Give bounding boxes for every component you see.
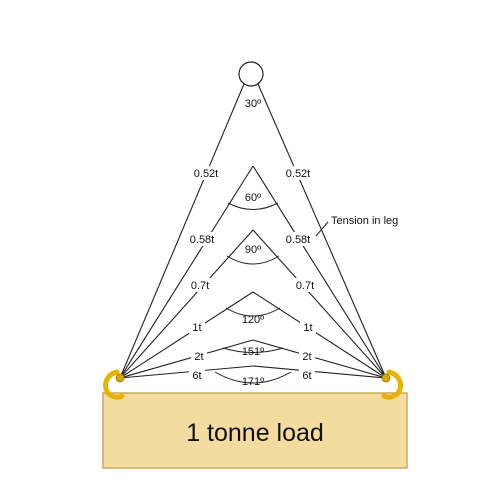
tension-right-90: 0.7t [296, 280, 314, 292]
tension-left-60: 0.58t [190, 234, 214, 246]
angle-arc-60 [227, 202, 279, 210]
angle-arc-90 [226, 255, 280, 265]
angle-arc-120 [225, 307, 281, 317]
angle-label-120: 120º [242, 314, 264, 326]
sling-leg-60-left [119, 165, 254, 379]
tension-left-151: 2t [194, 351, 203, 363]
sling-leg-151-right [252, 339, 387, 379]
angle-label-90: 90º [245, 244, 261, 256]
sling-leg-30-left [119, 83, 245, 379]
angle-label-60: 60º [245, 192, 261, 204]
tension-left-120: 1t [192, 322, 201, 334]
tension-right-171: 6t [302, 370, 311, 382]
sling-leg-171-right [252, 365, 387, 379]
sling-leg-120-left [119, 291, 254, 379]
lifting-ring-icon [238, 61, 264, 87]
angle-arc-171 [214, 371, 292, 384]
angle-label-30: 30º [245, 98, 261, 110]
tension-left-30: 0.52t [194, 168, 218, 180]
tension-left-90: 0.7t [191, 280, 209, 292]
annotation-leader [315, 221, 329, 237]
tension-right-120: 1t [303, 322, 312, 334]
sling-leg-30-right [257, 83, 387, 379]
tension-right-151: 2t [302, 351, 311, 363]
sling-leg-90-right [252, 229, 387, 379]
angle-arc-151 [222, 347, 284, 353]
sling-leg-120-right [252, 291, 387, 379]
sling-leg-90-left [119, 229, 254, 379]
tension-right-30: 0.52t [286, 168, 310, 180]
sling-leg-171-left [119, 365, 254, 379]
sling-leg-151-left [119, 339, 254, 379]
tension-right-60: 0.58t [286, 234, 310, 246]
tension-annotation: Tension in leg [331, 215, 398, 227]
left-hook-icon [103, 369, 125, 400]
tension-left-171: 6t [192, 370, 201, 382]
tension-label-backgrounds [187, 166, 318, 382]
angle-label-151: 151º [242, 346, 264, 358]
right-hook-icon [381, 369, 403, 400]
sling-leg-60-right [252, 165, 387, 379]
load-block [102, 392, 408, 469]
angle-label-171: 171º [242, 376, 264, 388]
load-label: 1 tonne load [186, 419, 324, 447]
